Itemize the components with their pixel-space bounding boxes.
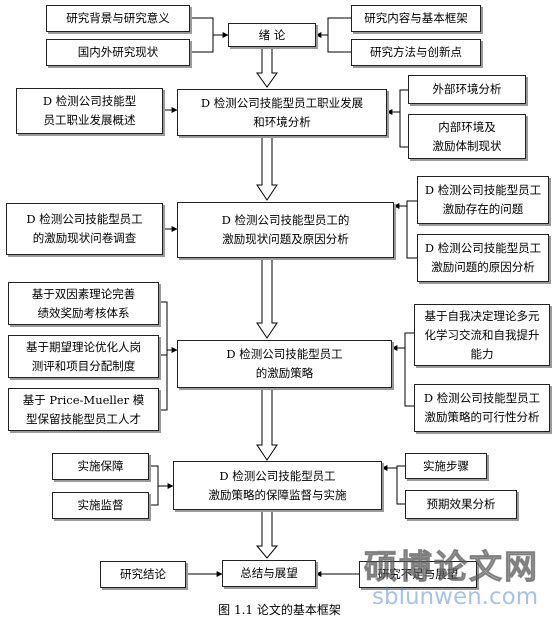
problems-box: D 检测公司技能型员工 激励存在的问题: [417, 176, 549, 224]
internal-label: 内部环境及 激励体制现状: [432, 119, 502, 153]
incentive-strategy-label: D 检测公司技能型员工 的激励策略: [226, 347, 343, 380]
content-box: 研究内容与基本框架: [351, 5, 481, 32]
intro-label: 绪 论: [258, 27, 286, 42]
bracket-implement-right: [396, 465, 405, 505]
career-analysis-box: D 检测公司技能型员工职业发展 和环境分析: [177, 89, 387, 136]
external-box: 外部环境分析: [408, 75, 526, 104]
content-label: 研究内容与基本框架: [364, 11, 468, 25]
background-label: 研究背景与研究意义: [66, 11, 170, 25]
down-arrow-5: [255, 510, 279, 559]
incentive-status-box: D 检测公司技能型员工的 激励现状问题及原因分析: [177, 202, 394, 258]
implement-guarantee-box: 实施保障: [52, 453, 149, 480]
effect-box: 预期效果分析: [405, 490, 517, 519]
bracket-implement-left: [149, 465, 159, 506]
career-overview-label: D 检测公司技能型 员工职业发展概述: [42, 94, 137, 127]
domestic-label: 国内外研究现状: [77, 45, 159, 59]
feasibility-box: D 检测公司技能型员工 激励策略的可行性分析: [414, 384, 550, 432]
line-domestic-to-intro: [190, 35, 214, 53]
expectancy-label: 基于期望理论优化人岗 测评和项目分配制度: [26, 339, 141, 373]
steps-label: 实施步骤: [423, 458, 469, 473]
effect-label: 预期效果分析: [426, 497, 496, 511]
causes-box: D 检测公司技能型员工 激励问题的原因分析: [417, 234, 549, 282]
method-label: 研究方法与创新点: [370, 45, 462, 59]
conclusion-label: 研究结论: [120, 567, 166, 581]
intro-box: 绪 论: [228, 23, 316, 47]
incentive-status-label: D 检测公司技能型员工的 激励现状问题及原因分析: [221, 213, 350, 246]
guarantee-box: D 检测公司技能型员工 激励策略的保障监督与实施: [173, 461, 382, 510]
summary-label: 总结与展望: [240, 566, 298, 580]
price-mueller-box: 基于 Price-Mueller 模 型保留技能型员工人才: [8, 388, 159, 431]
career-overview-box: D 检测公司技能型 员工职业发展概述: [16, 88, 163, 134]
internal-box: 内部环境及 激励体制现状: [408, 114, 526, 159]
survey-box: D 检测公司技能型员工 的激励现状问卷调查: [6, 203, 163, 255]
background-box: 研究背景与研究意义: [46, 5, 190, 32]
incentive-strategy-box: D 检测公司技能型员工 的激励策略: [177, 340, 392, 388]
problems-label: D 检测公司技能型员工 激励存在的问题: [424, 183, 542, 216]
watermark-en: sblunwen.com: [372, 584, 539, 610]
guarantee-label: D 检测公司技能型员工 激励策略的保障监督与实施: [208, 468, 347, 502]
figure-caption: 图 1.1 论文的基本框架: [218, 603, 341, 617]
arrow-background-to-intro: [190, 17, 229, 38]
bracket-env-right: [399, 89, 408, 148]
watermark: 硕博论文网 sblunwen.com: [350, 540, 555, 615]
implement-supervise-label: 实施监督: [77, 498, 124, 512]
feasibility-label: D 检测公司技能型员工 激励策略的可行性分析: [423, 391, 541, 424]
arrow-content-to-intro: [315, 17, 351, 38]
bracket-strategy-right: [404, 332, 414, 407]
price-mueller-label: 基于 Price-Mueller 模 型保留技能型员工人才: [22, 392, 145, 426]
bracket-problems-right: [406, 200, 417, 259]
steps-box: 实施步骤: [405, 453, 487, 479]
line-method-to-intro: [327, 35, 351, 53]
down-arrow-1: [256, 46, 278, 88]
down-arrow-2: [256, 136, 278, 201]
bracket-strategy-left: [159, 301, 168, 411]
conclusion-box: 研究结论: [100, 561, 186, 588]
causes-label: D 检测公司技能型员工 激励问题的原因分析: [424, 241, 542, 274]
career-analysis-label: D 检测公司技能型员工职业发展 和环境分析: [200, 95, 364, 129]
outlook-box: 研究不足与展望: [359, 561, 477, 588]
method-box: 研究方法与创新点: [351, 39, 481, 66]
expectancy-box: 基于期望理论优化人岗 测评和项目分配制度: [8, 335, 159, 378]
implement-supervise-box: 实施监督: [52, 492, 149, 519]
two-factor-box: 基于双因素理论完善 绩效奖励考核体系: [8, 282, 159, 325]
self-determination-label: 基于自我决定理论多元 化学习交流和自我提升 能力: [424, 308, 540, 361]
watermark-cn: 硕博论文网: [364, 547, 539, 587]
down-arrow-4: [256, 388, 278, 461]
survey-label: D 检测公司技能型员工 的激励现状问卷调查: [26, 212, 143, 245]
summary-box: 总结与展望: [222, 560, 316, 587]
down-arrow-3: [256, 258, 278, 339]
implement-guarantee-label: 实施保障: [77, 459, 124, 473]
self-determination-box: 基于自我决定理论多元 化学习交流和自我提升 能力: [414, 304, 550, 366]
outlook-label: 研究不足与展望: [377, 567, 459, 581]
domestic-box: 国内外研究现状: [46, 39, 190, 66]
two-factor-label: 基于双因素理论完善 绩效奖励考核体系: [31, 286, 136, 320]
external-label: 外部环境分析: [432, 82, 502, 96]
